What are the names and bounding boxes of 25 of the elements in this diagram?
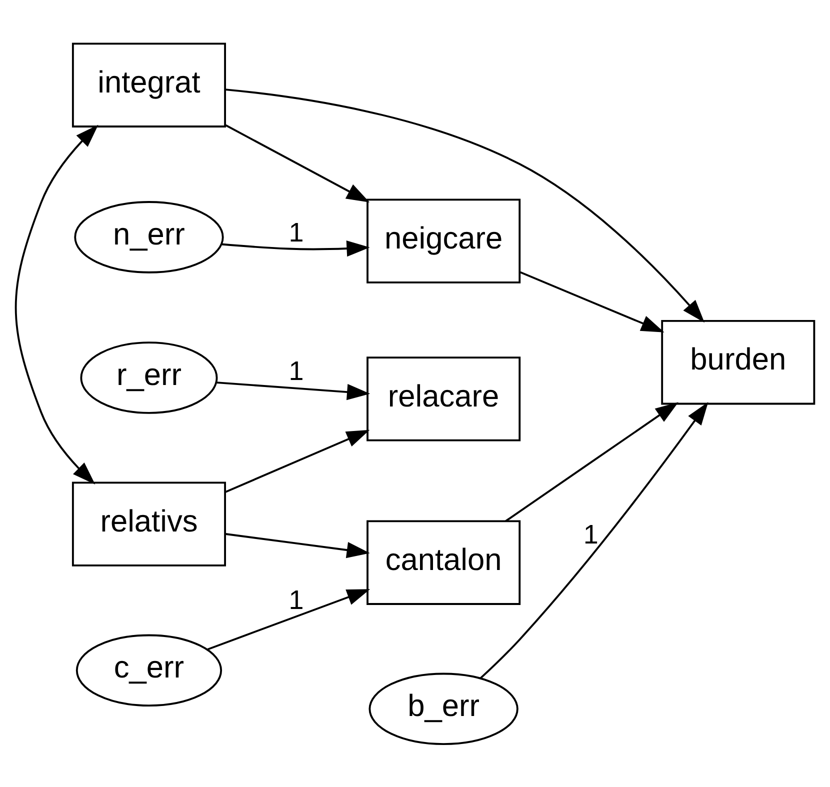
arrow (225, 429, 370, 492)
node-box: relativs (72, 481, 226, 566)
edge-label: 1 (288, 216, 304, 247)
node-ellipse: c_err (76, 634, 222, 706)
node-box: burden (661, 319, 816, 404)
arrow (505, 402, 678, 522)
node-ellipse: r_err (80, 341, 218, 414)
arrow (480, 402, 708, 678)
node-ellipse: n_err (74, 200, 224, 273)
node-ellipse: b_err (368, 672, 518, 745)
edge-label: 1 (288, 584, 304, 615)
arrow (225, 88, 705, 322)
arrow (226, 532, 370, 558)
arrow (520, 270, 664, 332)
edge-label: 1 (583, 519, 598, 550)
arrow (207, 588, 370, 650)
node-box: integrat (72, 42, 226, 127)
node-box: cantalon (366, 520, 521, 604)
arrow (222, 240, 370, 256)
node-box: neigcare (366, 198, 521, 283)
arrow (225, 124, 370, 202)
arrow (216, 381, 370, 400)
node-box: relacare (366, 356, 521, 441)
arrow (14, 124, 98, 484)
edge-label: 1 (288, 356, 304, 386)
